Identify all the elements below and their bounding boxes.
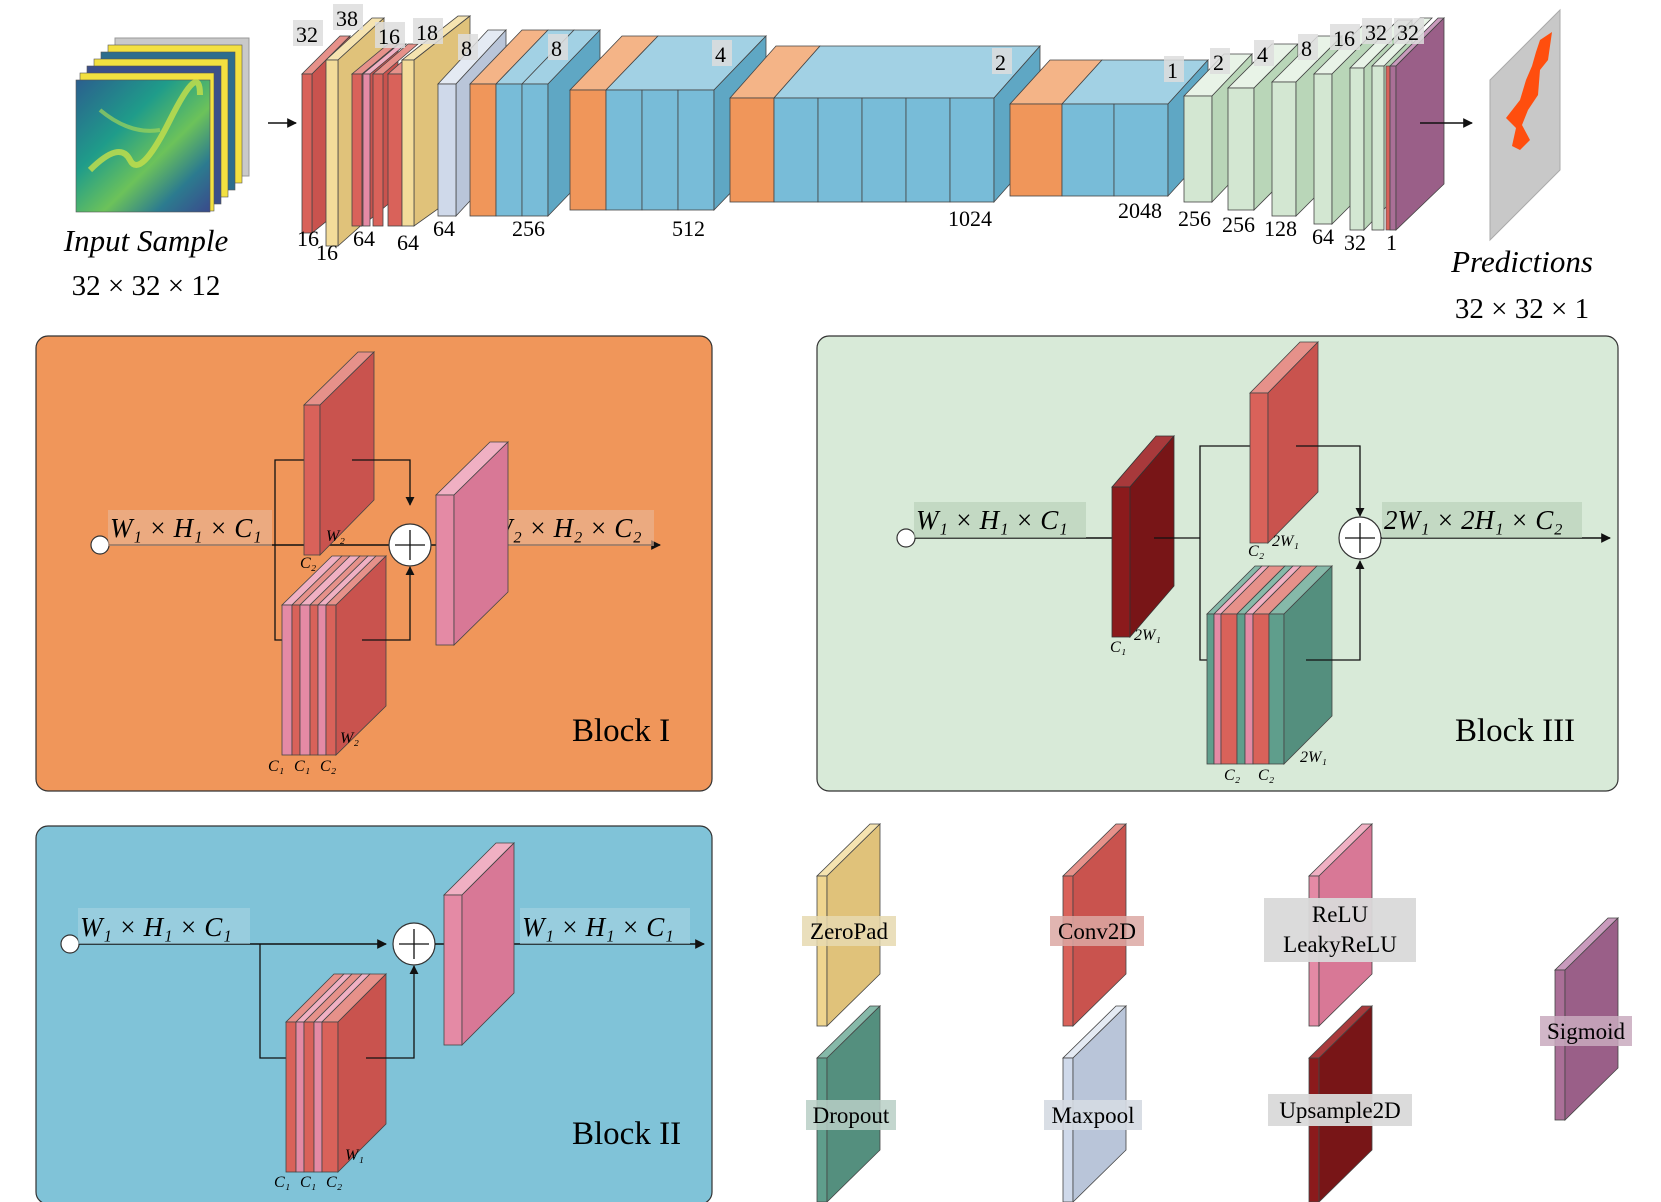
block3-label-2w1-bottom: 2W₁ [1300,749,1327,766]
top-label-32a: 32 [296,22,318,47]
bottom-label-64a: 64 [353,226,375,251]
block1-diagram: W₁ × H₁ × C₁ W₂ × H₂ × C₂ [90,351,670,775]
bottom-label-64c: 64 [433,216,455,241]
block3-panel [816,335,1619,792]
legend-sigmoid: Sigmoid [1540,917,1632,1121]
block1-label-w2-bottom: W₂ [340,730,359,747]
input-sample-label: Input Sample [63,223,229,258]
legend-upsample2d-label: Upsample2D [1279,1098,1400,1123]
legend-maxpool: Maxpool [1044,1005,1142,1202]
top-label-8b: 8 [551,36,562,61]
block3-label-c2b: C₂ [1258,767,1275,784]
block1-label-c1a: C₁ [268,758,284,775]
block1-title: Block I [572,713,670,749]
bottom-label-16a: 16 [297,226,319,251]
block3-input-dims: W₁ × H₁ × C₁ [916,505,1068,535]
bottom-label-256c: 256 [1222,212,1255,237]
block1-label-c2-bottom: C₂ [320,758,337,775]
top-label-16b: 16 [1333,26,1355,51]
top-label-18: 18 [416,20,438,45]
legend-relu: ReLU LeakyReLU [1264,823,1416,1027]
block1-label-w2-top: W₂ [326,528,345,545]
bottom-label-512: 512 [672,216,705,241]
legend-upsample2d: Upsample2D [1268,1005,1412,1202]
top-label-2a: 2 [995,50,1006,75]
legend-relu-label: ReLU [1312,902,1369,927]
predictions-dims: 32 × 32 × 1 [1455,293,1589,325]
legend-maxpool-label: Maxpool [1051,1103,1134,1128]
legend: ZeroPad Conv2D ReLU LeakyReLU Sigmoid [802,823,1632,1202]
legend-conv2d: Conv2D [1050,823,1144,1027]
block2-label-c1b: C₁ [300,1174,316,1191]
block3-label-c1: C₁ [1110,639,1126,656]
top-label-4b: 4 [1257,42,1268,67]
network-layers [301,15,1445,247]
block1-input-dims: W₁ × H₁ × C₁ [110,513,262,543]
bottom-label-64d: 64 [1312,224,1334,249]
top-row-labels: 16 16 64 64 64 256 512 1024 2048 256 256… [293,4,1424,265]
block2-label-w1: W₁ [345,1147,364,1164]
block2-title: Block II [572,1116,681,1152]
block3-label-2w1-upsample: 2W₁ [1134,627,1161,644]
legend-sigmoid-label: Sigmoid [1547,1019,1625,1044]
bottom-label-1: 1 [1386,230,1397,255]
bottom-label-256b: 256 [1178,206,1211,231]
bottom-label-2048: 2048 [1118,198,1162,223]
block2-label-c1a: C₁ [274,1174,290,1191]
block3-input-node [896,528,916,548]
top-label-1: 1 [1167,58,1178,83]
block3-label-c2a: C₂ [1224,767,1241,784]
input-sample-stack [75,37,250,213]
block1-label-c1b: C₁ [294,758,310,775]
bottom-label-1024: 1024 [948,206,992,231]
block3-title: Block III [1455,713,1575,749]
legend-dropout: Dropout [806,1005,896,1202]
top-label-2b: 2 [1213,50,1224,75]
bottom-label-64b: 64 [397,230,419,255]
block2-output-dims: W₁ × H₁ × C₁ [522,912,674,942]
top-label-38: 38 [336,6,358,31]
bottom-label-32: 32 [1344,230,1366,255]
block3-label-c2-top: C₂ [1248,543,1265,560]
bottom-label-256a: 256 [512,216,545,241]
block3-output-dims: 2W₁ × 2H₁ × C₂ [1384,505,1563,535]
block2-input-dims: W₁ × H₁ × C₁ [80,912,232,942]
block1-label-c2-top: C₂ [300,555,317,572]
top-label-4: 4 [715,42,726,67]
bottom-label-16b: 16 [316,240,338,265]
block3-label-2w1-top: 2W₁ [1272,533,1299,550]
legend-dropout-label: Dropout [813,1103,890,1128]
top-label-8a: 8 [461,36,472,61]
legend-conv2d-label: Conv2D [1058,919,1136,944]
block1-output-dims: W₂ × H₂ × C₂ [490,513,642,543]
legend-leakyrelu-label: LeakyReLU [1283,932,1397,957]
block1-input-node [90,535,110,555]
block2-input-node [60,934,80,954]
prediction-image [1489,8,1561,242]
block2-diagram: W₁ × H₁ × C₁ W₁ × H₁ × C₁ W₁ C₁ C₁ C [60,842,705,1191]
block2-label-c2: C₂ [326,1174,343,1191]
legend-zeropad-label: ZeroPad [810,919,888,944]
input-sample-dims: 32 × 32 × 12 [72,270,221,302]
legend-zeropad: ZeroPad [802,823,896,1027]
top-label-8c: 8 [1301,36,1312,61]
top-label-16a: 16 [378,24,400,49]
top-label-32b: 32 [1365,20,1387,45]
bottom-label-128: 128 [1264,216,1297,241]
block3-diagram: W₁ × H₁ × C₁ [896,341,1611,784]
predictions-label: Predictions [1450,244,1593,279]
top-label-32c: 32 [1397,20,1419,45]
